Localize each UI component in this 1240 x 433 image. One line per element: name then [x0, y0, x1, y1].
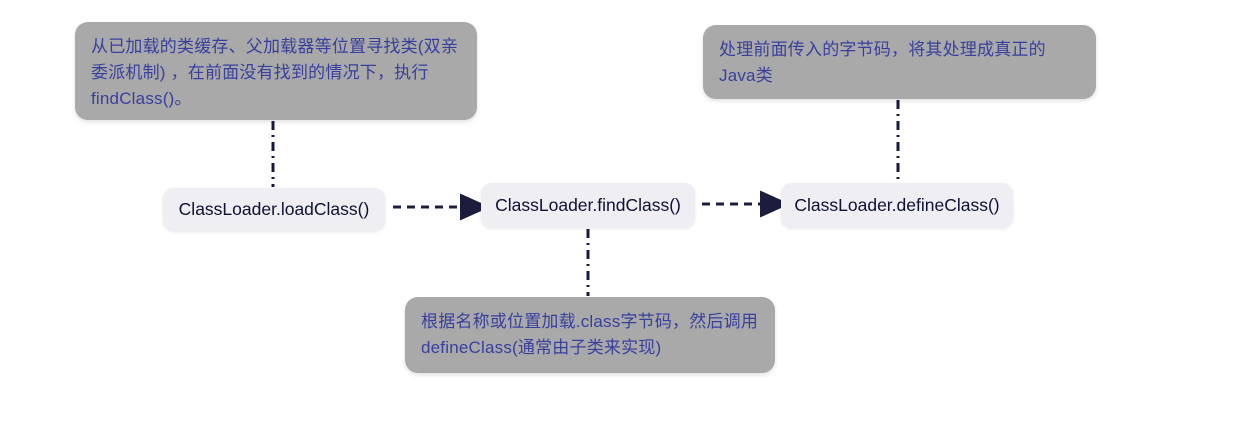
node-classloader-loadclass: ClassLoader.loadClass() — [163, 188, 385, 231]
node-classloader-defineclass: ClassLoader.defineClass() — [781, 183, 1013, 228]
annotation-findclass-note: 根据名称或位置加载.class字节码，然后调用defineClass(通常由子类… — [405, 297, 775, 373]
annotation-defineclass-note: 处理前面传入的字节码，将其处理成真正的Java类 — [703, 25, 1096, 99]
node-classloader-findclass: ClassLoader.findClass() — [481, 183, 695, 228]
annotation-loadclass-note: 从已加载的类缓存、父加载器等位置寻找类(双亲委派机制) ，在前面没有找到的情况下… — [75, 22, 477, 120]
